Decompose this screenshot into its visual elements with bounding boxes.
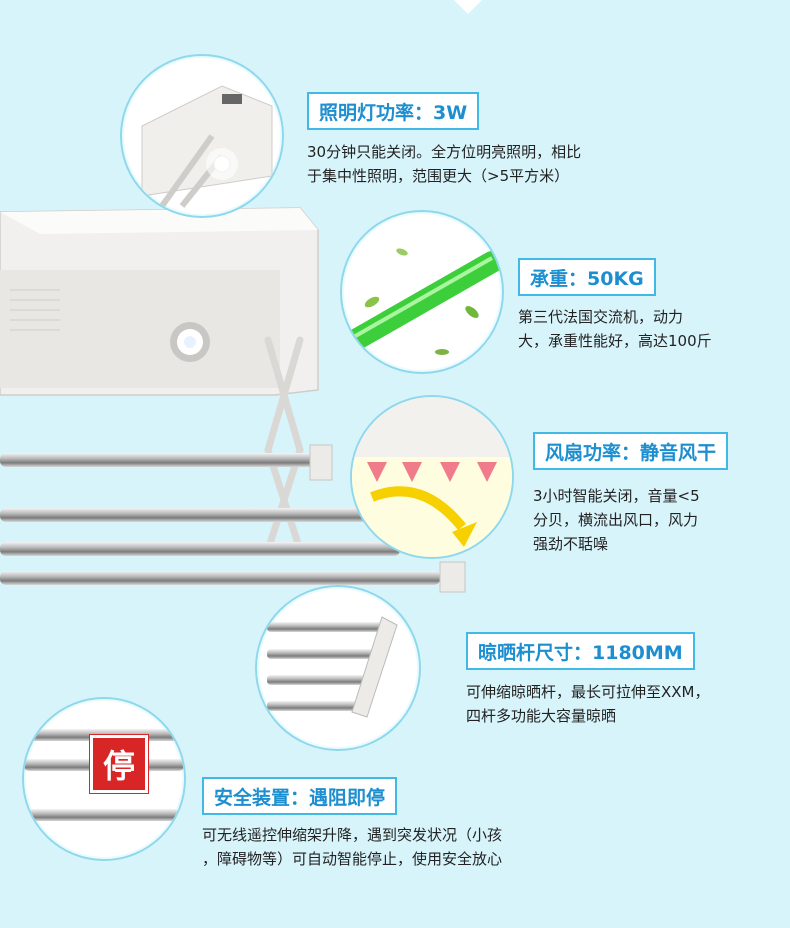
feature-lamp-image bbox=[120, 54, 284, 218]
drying-rack-product-image bbox=[0, 207, 466, 593]
feature-lamp-description: 30分钟只能关闭。全方位明亮照明，相比 于集中性照明，范围更大（>5平方米） bbox=[307, 143, 582, 185]
fan-airflow-icon bbox=[352, 397, 512, 557]
feature-fan-title: 风扇功率：静音风干 bbox=[533, 432, 729, 470]
feature-load-image bbox=[340, 210, 504, 374]
stop-icon: 停 bbox=[90, 735, 148, 793]
top-notch-decoration bbox=[454, 0, 482, 14]
feature-fan-image bbox=[350, 395, 514, 559]
feature-rods-description: 可伸缩晾晒杆，最长可拉伸至XXM， 四杆多功能大容量晾晒 bbox=[466, 683, 710, 725]
lamp-icon bbox=[141, 85, 273, 208]
feature-load-description: 第三代法国交流机，动力 大，承重性能好，高达100斤 bbox=[518, 308, 712, 350]
feature-rods-image bbox=[255, 585, 421, 751]
feature-safety-description: 可无线遥控伸缩架升降，遇到突发状况（小孩 ，障碍物等）可自动智能停止，使用安全放… bbox=[202, 826, 503, 868]
feature-fan-description: 3小时智能关闭，音量<5 分贝，横流出风口，风力 强劲不聒噪 bbox=[533, 487, 700, 553]
green-rod-icon bbox=[342, 248, 502, 355]
feature-safety-title: 安全装置：遇阻即停 bbox=[202, 777, 398, 815]
feature-rods-title: 晾晒杆尺寸：1180MM bbox=[466, 632, 695, 670]
feature-safety-image: 停 bbox=[22, 697, 186, 861]
feature-lamp-title: 照明灯功率：3W bbox=[307, 92, 480, 130]
feature-load-title: 承重：50KG bbox=[518, 258, 656, 296]
rods-icon bbox=[267, 616, 398, 718]
